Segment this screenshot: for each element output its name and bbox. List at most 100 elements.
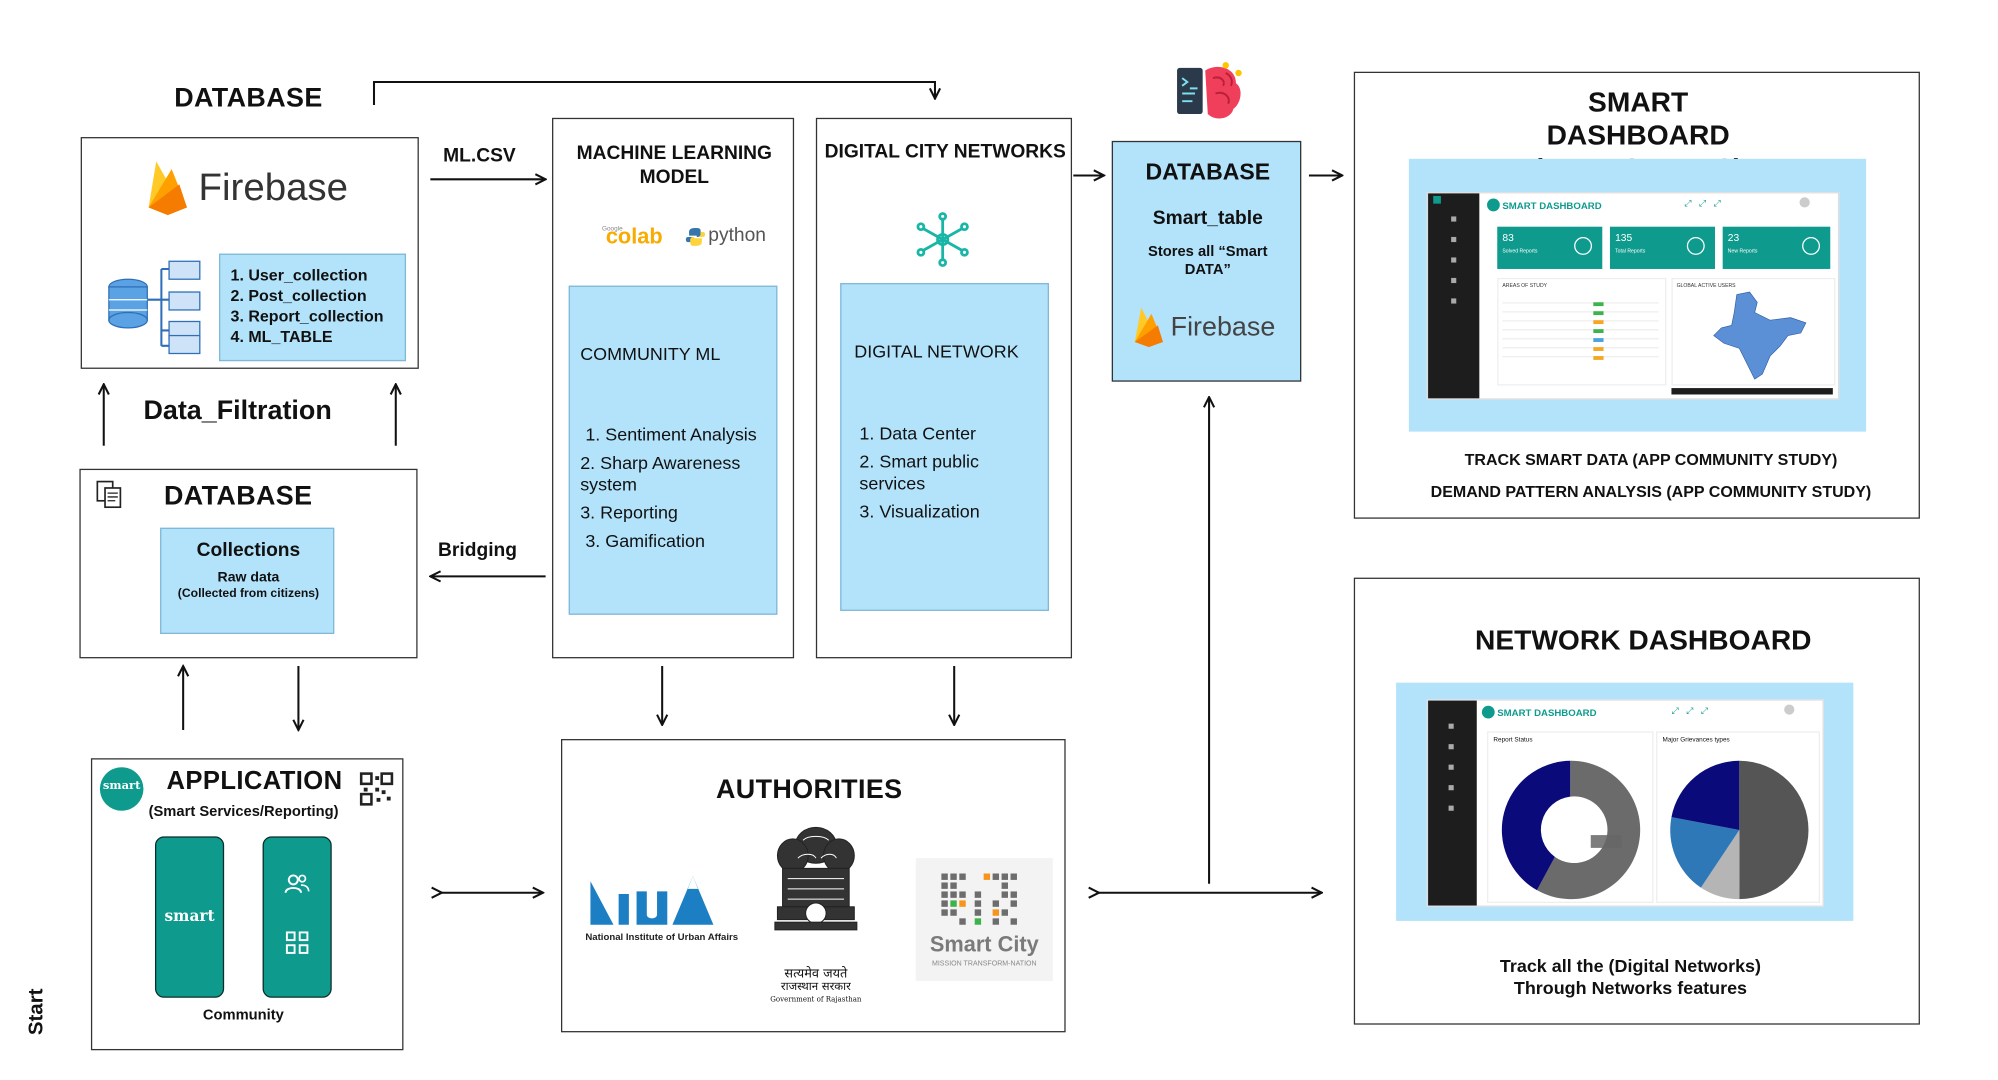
niua-caption: National Institute of Urban Affairs — [585, 931, 739, 943]
raw-collections-panel: Collections Raw data (Collected from cit… — [160, 527, 335, 634]
python-logo: python — [708, 224, 766, 246]
community-label: Community — [202, 1007, 284, 1024]
digital-network-title: DIGITAL NETWORK — [854, 340, 1019, 362]
firebase-flame-icon — [148, 161, 187, 216]
collection-item: 3. Report_collection — [230, 307, 384, 326]
table-rows — [1502, 295, 1659, 365]
network-item: 2. Smart public services — [859, 450, 980, 494]
network-dashboard-box: NETWORK DASHBOARD SMART DASHBOARD ⤢ ⤢ ⤢ … — [1353, 577, 1920, 1025]
dashboard-toolbar-icons: ⤢ ⤢ ⤢ — [1684, 199, 1721, 209]
admin-avatar — [1784, 704, 1795, 715]
collection-item: 1. User_collection — [230, 266, 368, 285]
bridging-label: Bridging — [438, 539, 518, 561]
firebase-flame-icon — [1134, 307, 1163, 348]
smart-dashboard-caption1: TRACK SMART DATA (APP COMMUNITY STUDY) — [1464, 450, 1838, 469]
database-mid-box: DATABASE Collections Raw data (Collected… — [79, 468, 418, 659]
firebase-wordmark: Firebase — [1170, 312, 1276, 342]
ml-item: 3. Reporting — [580, 502, 678, 523]
emblem-state: राजस्थान सरकार — [780, 981, 851, 994]
firebase-wordmark: Firebase — [198, 166, 349, 209]
application-subtitle: (Smart Services/Reporting) — [148, 804, 339, 820]
active-users-map: GLOBAL ACTIVE USERS — [1671, 277, 1836, 386]
authorities-title: AUTHORITIES — [715, 774, 903, 805]
collections-heading: Collections — [196, 539, 301, 561]
smart-city-wordmark: Smart City — [929, 932, 1039, 957]
grievances-card: Major Grievances types — [1656, 731, 1821, 903]
report-status-card: Report Status — [1487, 731, 1654, 903]
app-logo: smart — [99, 767, 144, 811]
database-top-title: DATABASE — [174, 83, 323, 113]
ml-item-list: 1. Sentiment Analysis 2. Sharp Awareness… — [580, 423, 775, 552]
smart-city-grid-icon — [941, 873, 1017, 925]
national-emblem-icon — [774, 826, 858, 931]
smart-dashboard-screenshot: SMART DASHBOARD ⤢ ⤢ ⤢ 83 Solved Reports … — [1408, 158, 1867, 432]
phone-logo: smart — [164, 906, 215, 925]
python-icon — [685, 227, 706, 246]
colab-logo: colab — [605, 224, 663, 249]
colab-small-label: Google — [601, 225, 623, 234]
smart-dashboard-box: SMART DASHBOARD (AUTHORITIES) SMART DASH… — [1353, 71, 1920, 519]
ml-model-title: MACHINE LEARNING MODEL — [576, 142, 773, 189]
smart-dashboard-caption2: DEMAND PATTERN ANALYSIS (APP COMMUNITY S… — [1430, 482, 1872, 501]
networks-box: DIGITAL CITY NETWORKS DIGITAL NETWORK 1.… — [815, 117, 1073, 659]
database-right-title: DATABASE — [1145, 158, 1271, 185]
raw-data-sublabel: (Collected from citizens) — [177, 586, 320, 601]
network-dashboard-screenshot: SMART DASHBOARD ⤢ ⤢ ⤢ Report Status Majo… — [1396, 682, 1854, 921]
ml-model-box: MACHINE LEARNING MODEL Google colab pyth… — [552, 117, 795, 659]
dashboard-sidebar — [1428, 700, 1477, 906]
database-right-box: DATABASE Smart_table Stores all “Smart D… — [1111, 140, 1302, 382]
smart-table-desc: Stores all “Smart DATA” — [1148, 244, 1268, 278]
dashboard-app-name: SMART DASHBOARD — [1502, 199, 1602, 212]
emblem-gov: Government of Rajasthan — [770, 996, 862, 1005]
phone-mockup-left: smart — [154, 836, 225, 998]
data-filtration-label: Data_Filtration — [143, 395, 332, 426]
qr-code-icon — [359, 772, 394, 806]
dashboard-toolbar-icons: ⤢ ⤢ ⤢ — [1671, 707, 1708, 716]
niua-logo-icon — [590, 876, 714, 925]
database-mid-title: DATABASE — [163, 481, 313, 512]
collection-item: 2. Post_collection — [230, 286, 367, 305]
database-folders-icon — [108, 260, 201, 355]
ai-brain-icon — [1177, 62, 1242, 119]
dashboard-mock: SMART DASHBOARD ⤢ ⤢ ⤢ Report Status Majo… — [1426, 699, 1824, 907]
network-dashboard-caption1: Track all the (Digital Networks) — [1499, 955, 1761, 976]
top-bracket-arrow — [372, 80, 935, 106]
phone-mockup-right — [262, 836, 332, 998]
collections-list-panel: 1. User_collection 2. Post_collection 3.… — [219, 253, 407, 362]
report-status-title: Report Status — [1493, 736, 1533, 745]
database-top-box: Firebase 1. User_collection 2. Post_coll… — [80, 137, 419, 369]
digital-network-panel: DIGITAL NETWORK 1. Data Center 2. Smart … — [840, 283, 1049, 611]
network-hub-icon — [916, 212, 969, 267]
network-dashboard-caption2: Through Networks features — [1513, 977, 1748, 998]
application-box: smart APPLICATION (Smart Services/Report… — [90, 758, 404, 1051]
india-map-icon — [1713, 291, 1807, 380]
stat-card: 83 Solved Reports — [1497, 226, 1603, 269]
stat-card: 23 New Reports — [1722, 226, 1831, 269]
network-item: 3. Visualization — [859, 500, 980, 522]
application-title: APPLICATION — [166, 767, 343, 796]
authorities-box: AUTHORITIES National Institute of Urban … — [560, 739, 1066, 1033]
community-ml-title: COMMUNITY ML — [580, 343, 721, 364]
database-doc-icon — [96, 480, 122, 509]
admin-avatar — [1799, 197, 1810, 208]
network-dashboard-title: NETWORK DASHBOARD — [1474, 623, 1812, 656]
raw-data-label: Raw data — [217, 569, 280, 586]
grievances-title: Major Grievances types — [1662, 736, 1730, 745]
start-label: Start — [25, 988, 48, 1036]
community-ml-panel: COMMUNITY ML 1. Sentiment Analysis 2. Sh… — [568, 285, 778, 615]
collection-item: 4. ML_TABLE — [230, 327, 333, 346]
dashboard-sidebar — [1428, 193, 1480, 399]
ml-csv-label: ML.CSV — [443, 144, 516, 167]
emblem-motto: सत्यमेव जयते — [784, 967, 848, 982]
network-item: 1. Data Center — [859, 422, 977, 444]
dashboard-app-name: SMART DASHBOARD — [1497, 707, 1597, 719]
report-status-donut — [1501, 760, 1641, 900]
areas-table: AREAS OF STUDY — [1497, 277, 1667, 386]
stat-card: 135 Total Reports — [1609, 226, 1715, 269]
users-icon — [284, 874, 310, 893]
ml-item: 1. Sentiment Analysis — [585, 423, 757, 445]
smart-city-tagline: MISSION TRANSFORM-NATION — [931, 960, 1037, 969]
dashboard-mock: SMART DASHBOARD ⤢ ⤢ ⤢ 83 Solved Reports … — [1426, 192, 1840, 400]
